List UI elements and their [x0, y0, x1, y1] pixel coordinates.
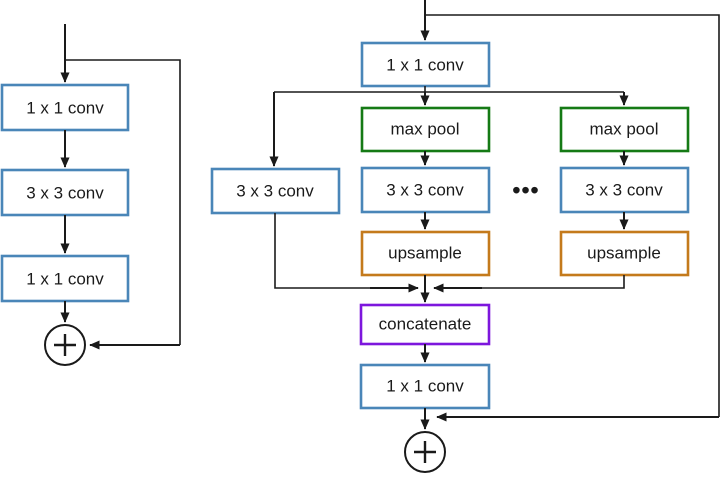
right-node-branch-mid-upsample-label: upsample	[388, 243, 462, 262]
right-node-entry-1x1-conv[interactable]	[360, 41, 491, 88]
right-node-branch-left-3x3-conv-label: 3 x 3 conv	[236, 181, 314, 200]
right-node-branch-mid-max-pool-label: max pool	[391, 119, 460, 138]
left-node-1x1-conv-b[interactable]	[0, 254, 130, 303]
right-node-branch-left-3x3-conv[interactable]	[210, 167, 341, 215]
right-node-branch-right-max-pool-label: max pool	[590, 119, 659, 138]
right-skip-path	[425, 14, 720, 417]
right-node-concatenate-label: concatenate	[379, 314, 472, 333]
right-node-branch-right-max-pool[interactable]	[559, 106, 690, 153]
left-node-1x1-conv-a[interactable]	[0, 83, 130, 132]
right-multiscale-block: 1 x 1 conv 3 x 3 conv max pool 3 x 3 con…	[210, 0, 720, 473]
left-residual-block: 1 x 1 conv 3 x 3 conv 1 x 1 conv	[0, 24, 181, 366]
left-node-1x1-conv-b-label: 1 x 1 conv	[26, 269, 104, 288]
right-node-branch-mid-3x3-conv-label: 3 x 3 conv	[386, 180, 464, 199]
right-node-branch-right-upsample-label: upsample	[587, 243, 661, 262]
branch-ellipsis: •••	[512, 177, 539, 203]
right-node-branch-right-upsample[interactable]	[559, 230, 690, 277]
left-node-3x3-conv-label: 3 x 3 conv	[26, 183, 104, 202]
left-skip-path	[65, 59, 181, 345]
right-branch-right-merge-path	[440, 275, 625, 289]
right-node-exit-1x1-conv-label: 1 x 1 conv	[386, 376, 464, 395]
left-node-1x1-conv-a-label: 1 x 1 conv	[26, 98, 104, 117]
right-branch-left-merge-path	[274, 213, 412, 289]
right-node-concatenate[interactable]	[359, 303, 491, 346]
right-node-branch-right-3x3-conv-label: 3 x 3 conv	[585, 180, 663, 199]
right-node-entry-1x1-conv-label: 1 x 1 conv	[386, 55, 464, 74]
